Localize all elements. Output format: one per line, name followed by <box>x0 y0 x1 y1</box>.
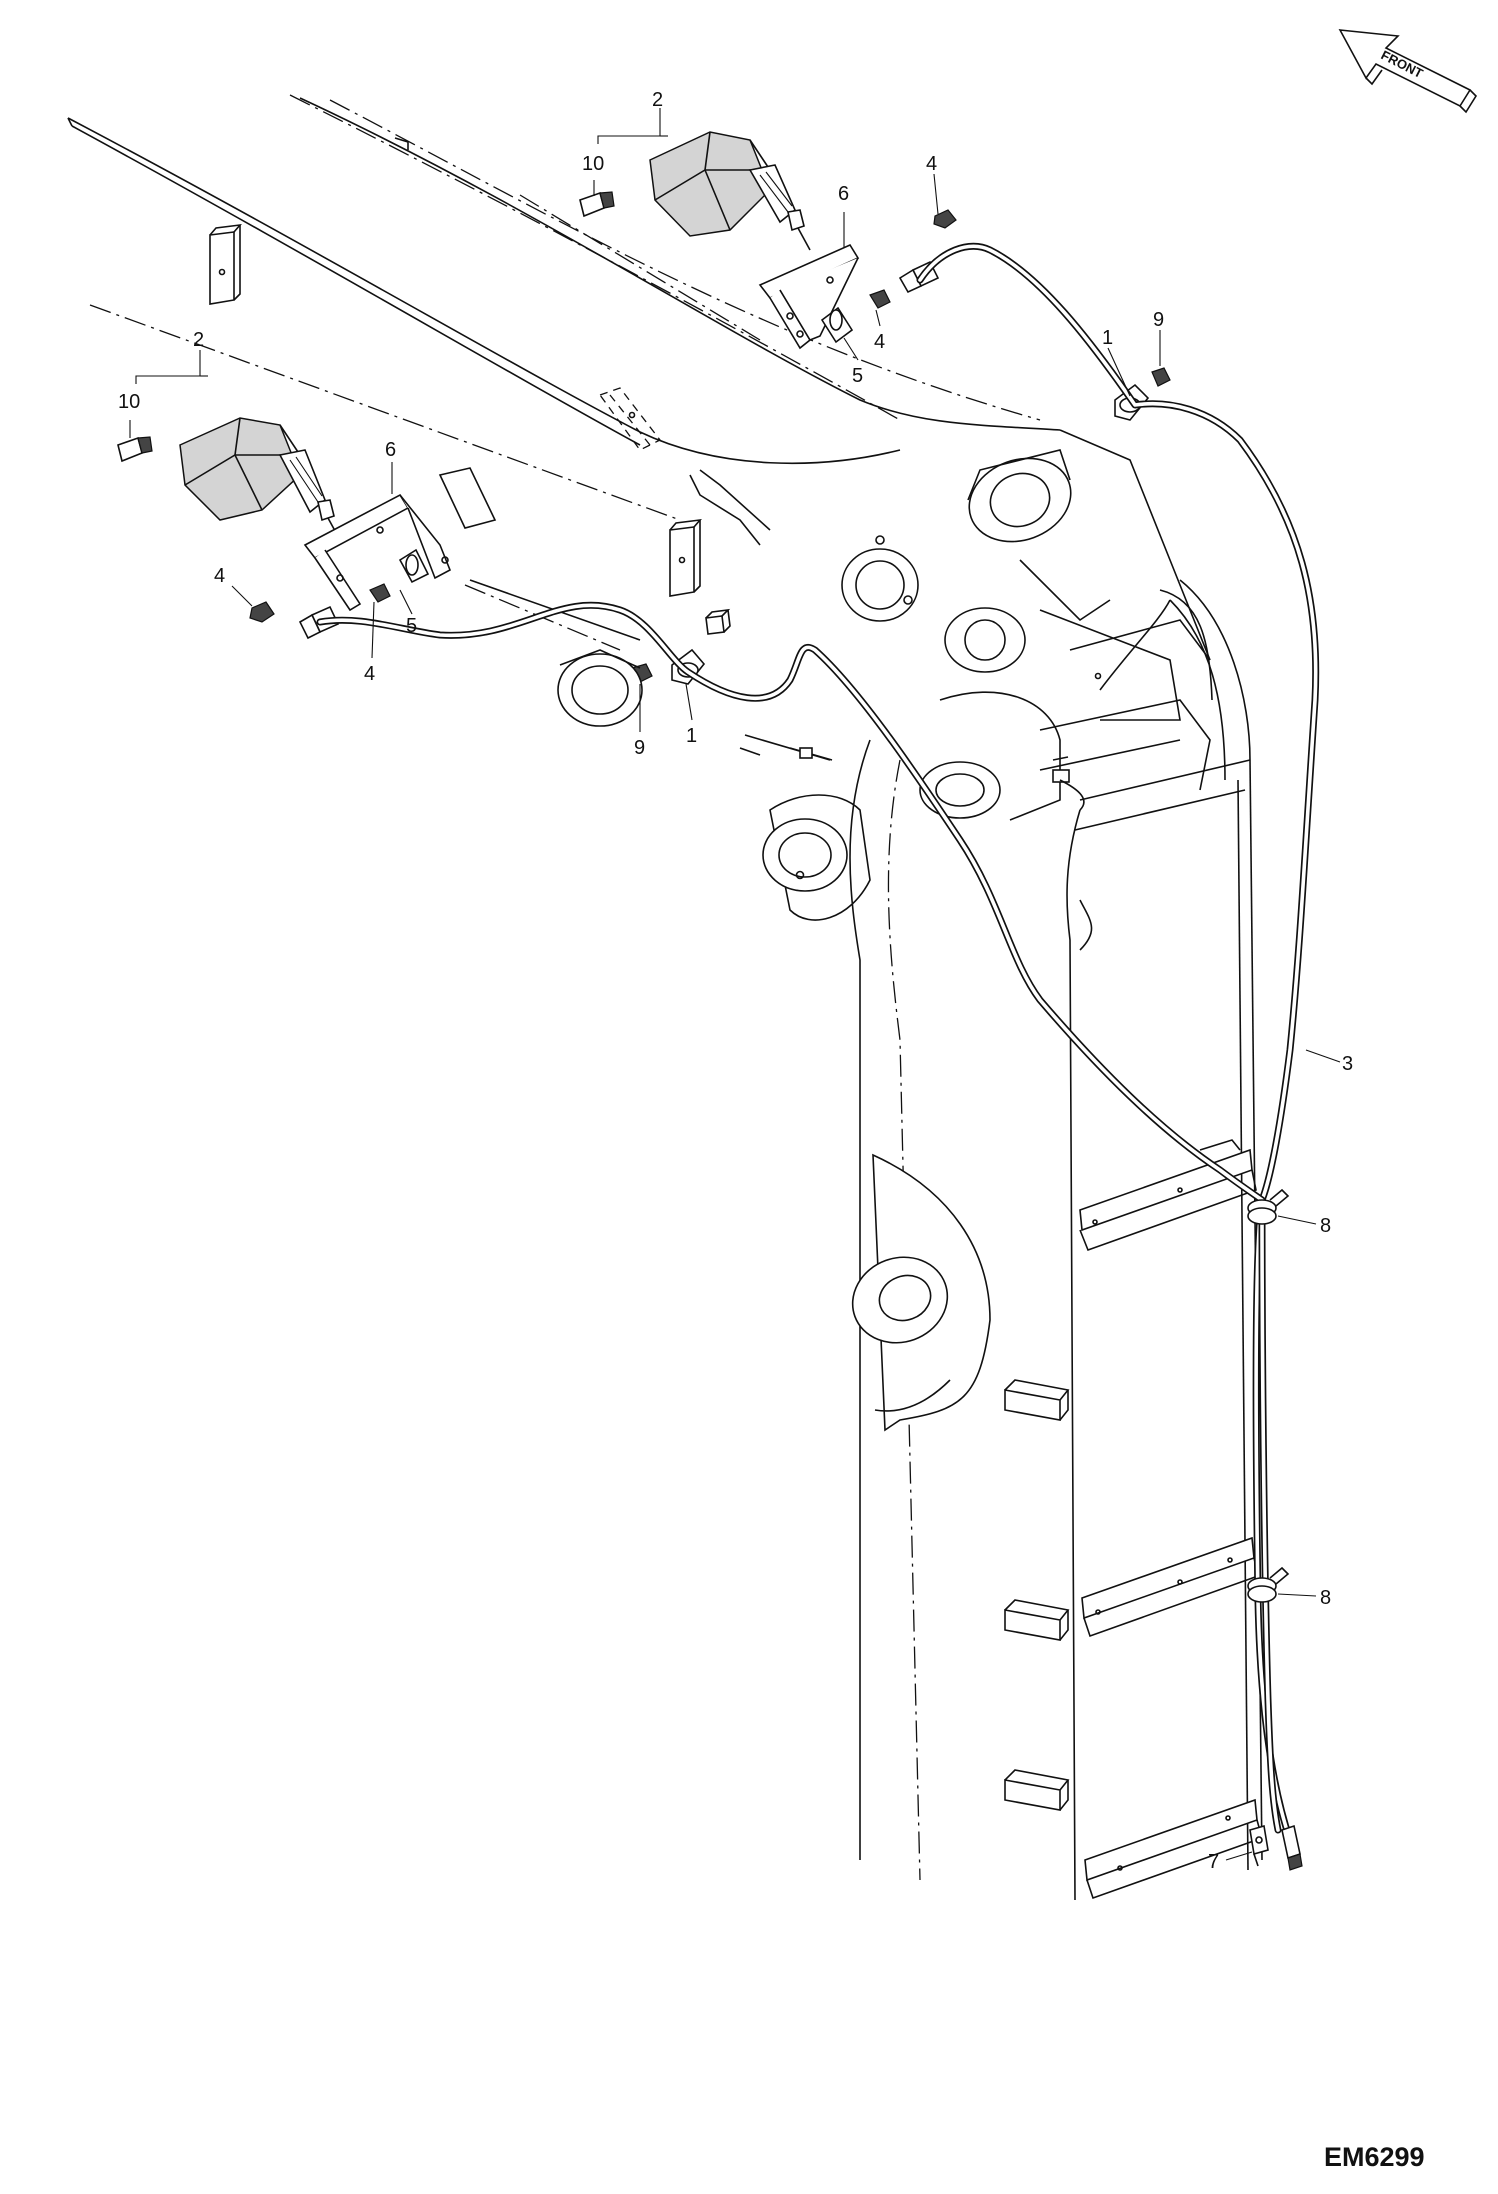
callout-4-right-bolt-top: 4 <box>926 153 937 175</box>
bracket-7 <box>1249 1824 1269 1867</box>
callout-2-left-light: 2 <box>193 329 204 351</box>
callout-3-harness: 3 <box>1342 1053 1353 1075</box>
drawing-code: EM6299 <box>1324 2142 1425 2172</box>
work-light-left <box>179 417 341 541</box>
callout-9-left-clamp-bolt: 9 <box>634 737 645 759</box>
callout-5-left-spacer: 5 <box>406 615 417 637</box>
callout-9-right-clamp-bolt: 9 <box>1153 309 1164 331</box>
callout-4-left-nut: 4 <box>364 663 375 685</box>
callout-6-right-bracket: 6 <box>838 183 849 205</box>
callout-10-right-bulb: 10 <box>582 153 604 175</box>
bolt-left-a <box>249 601 275 623</box>
callout-5-right-spacer: 5 <box>852 365 863 387</box>
boom-structure <box>67 94 1263 1901</box>
spacer-left <box>398 548 430 584</box>
callout-8-lower-clamp: 8 <box>1320 1587 1331 1609</box>
bulb-right <box>579 191 615 218</box>
harness-cable <box>316 242 1320 1844</box>
clamp-arm-upper <box>1247 1188 1290 1225</box>
front-arrow-icon: FRONT <box>1338 29 1478 114</box>
nut-right <box>869 289 891 309</box>
bolt-right-clamp <box>1151 367 1171 387</box>
spacer-right <box>820 306 854 344</box>
nut-left <box>369 583 391 603</box>
bracket-left <box>303 467 497 612</box>
harness-end-connector <box>1281 1824 1303 1871</box>
callout-7-bracket: 7 <box>1208 1851 1219 1873</box>
callout-4-right-nut: 4 <box>874 331 885 353</box>
callout-4-left-bolt: 4 <box>214 565 225 587</box>
bracket-right <box>758 243 860 350</box>
callout-1-right-clamp: 1 <box>1102 327 1113 349</box>
callout-8-upper-clamp: 8 <box>1320 1215 1331 1237</box>
callout-2-right-light: 2 <box>652 89 663 111</box>
callouts: 2 10 6 4 4 5 1 9 2 10 6 4 5 4 9 1 3 8 8 … <box>118 89 1353 1873</box>
boss-ring <box>557 649 643 727</box>
leader-lines <box>129 108 1341 1861</box>
bolt-right-top <box>933 209 957 229</box>
clamp-arm-lower <box>1247 1566 1290 1603</box>
callout-10-left-bulb: 10 <box>118 391 140 413</box>
bulb-left <box>117 436 153 463</box>
work-light-right <box>649 131 811 251</box>
callout-1-left-clamp: 1 <box>686 725 697 747</box>
callout-6-left-bracket: 6 <box>385 439 396 461</box>
